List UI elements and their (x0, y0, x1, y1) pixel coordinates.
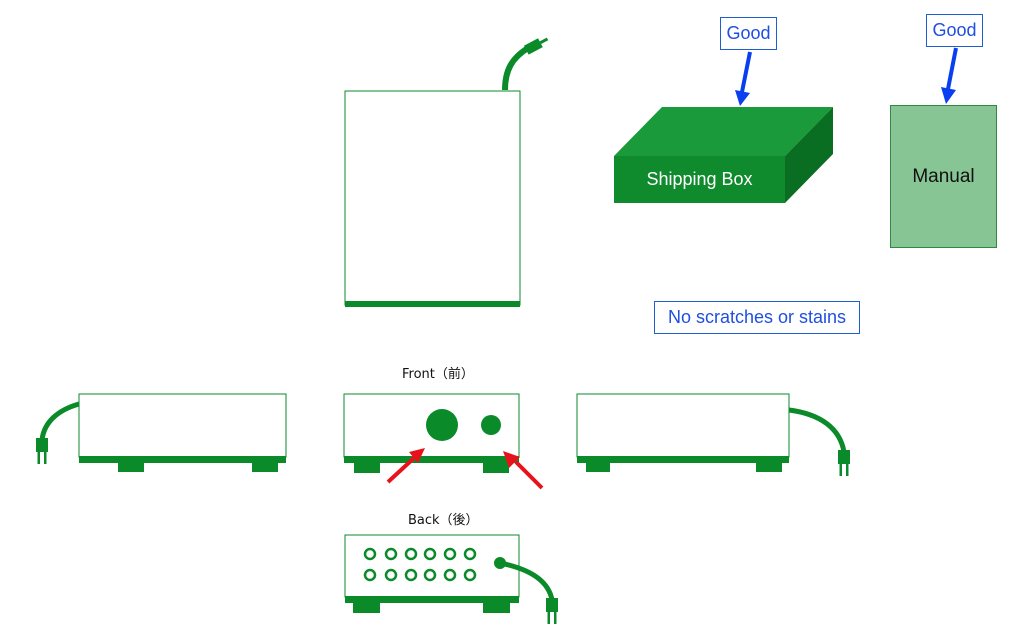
device-top-view (344, 37, 549, 307)
device-right-side-view (576, 393, 850, 476)
good-label-manual: Good (926, 14, 983, 47)
device-front-view (343, 393, 520, 473)
device-top-body (344, 90, 521, 306)
power-plug-icon (546, 598, 558, 624)
red-arrow-icon (386, 448, 425, 484)
front-large-knob (426, 409, 458, 441)
front-small-knob (481, 415, 501, 435)
power-plug-icon (36, 438, 48, 464)
red-arrow-icon (503, 451, 544, 490)
blue-arrow-icon (735, 51, 752, 106)
shipping-box-label: Shipping Box (646, 169, 753, 189)
power-plug-icon (838, 450, 850, 476)
back-view-caption: Back（後） (408, 513, 479, 528)
power-cord-icon (39, 401, 80, 441)
blue-arrow-icon (941, 47, 958, 104)
box-front-face (614, 156, 785, 203)
manual-item: Manual (890, 105, 997, 248)
manual-label: Manual (912, 165, 975, 187)
power-cord-icon (788, 407, 847, 453)
condition-label: No scratches or stains (654, 301, 860, 334)
box-top-face (614, 107, 833, 156)
device-back-view (344, 534, 558, 624)
device-left-side-view (36, 393, 287, 472)
port-circle-icon (363, 547, 477, 582)
good-label-box: Good (720, 17, 777, 50)
front-view-caption: Front（前） (402, 367, 474, 382)
shipping-box (614, 107, 833, 203)
power-cord-icon (499, 560, 555, 601)
box-side-face (785, 107, 833, 203)
power-plug-icon (523, 37, 549, 55)
power-cord-icon (502, 45, 530, 91)
device-top-bottom-strip (345, 301, 520, 307)
